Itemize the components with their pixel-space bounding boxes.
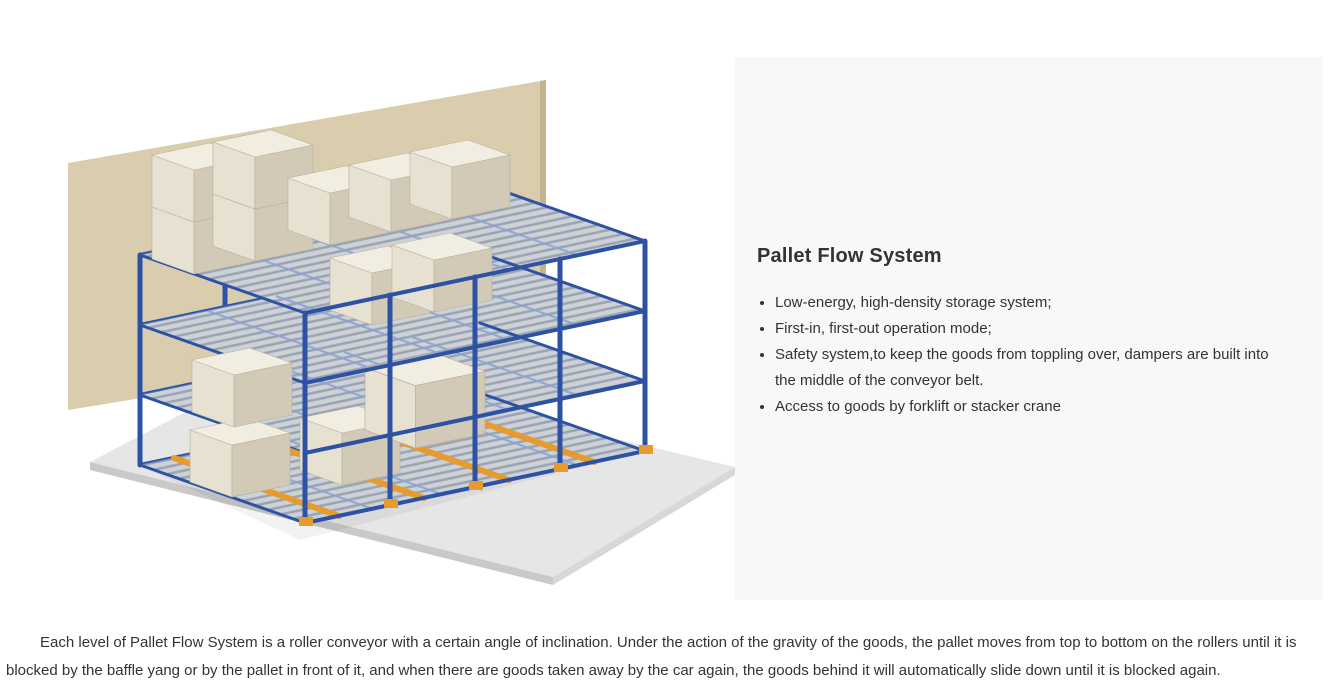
product-info-panel: Pallet Flow System Low-energy, high-dens… <box>735 57 1323 600</box>
product-description: Each level of Pallet Flow System is a ro… <box>6 634 1297 679</box>
product-title: Pallet Flow System <box>757 245 942 267</box>
rack-front-frame <box>302 238 648 526</box>
base-feet <box>299 445 653 526</box>
feature-item: Safety system,to keep the goods from top… <box>775 342 1277 394</box>
product-image-pallet-flow-system <box>0 0 735 600</box>
panel-content: Pallet Flow System Low-energy, high-dens… <box>735 57 1323 420</box>
feature-item: Access to goods by forklift or stacker c… <box>775 394 1277 420</box>
feature-list: Low-energy, high-density storage system;… <box>757 290 1277 420</box>
feature-item: First-in, first-out operation mode; <box>775 316 1277 342</box>
feature-item: Low-energy, high-density storage system; <box>775 290 1277 316</box>
